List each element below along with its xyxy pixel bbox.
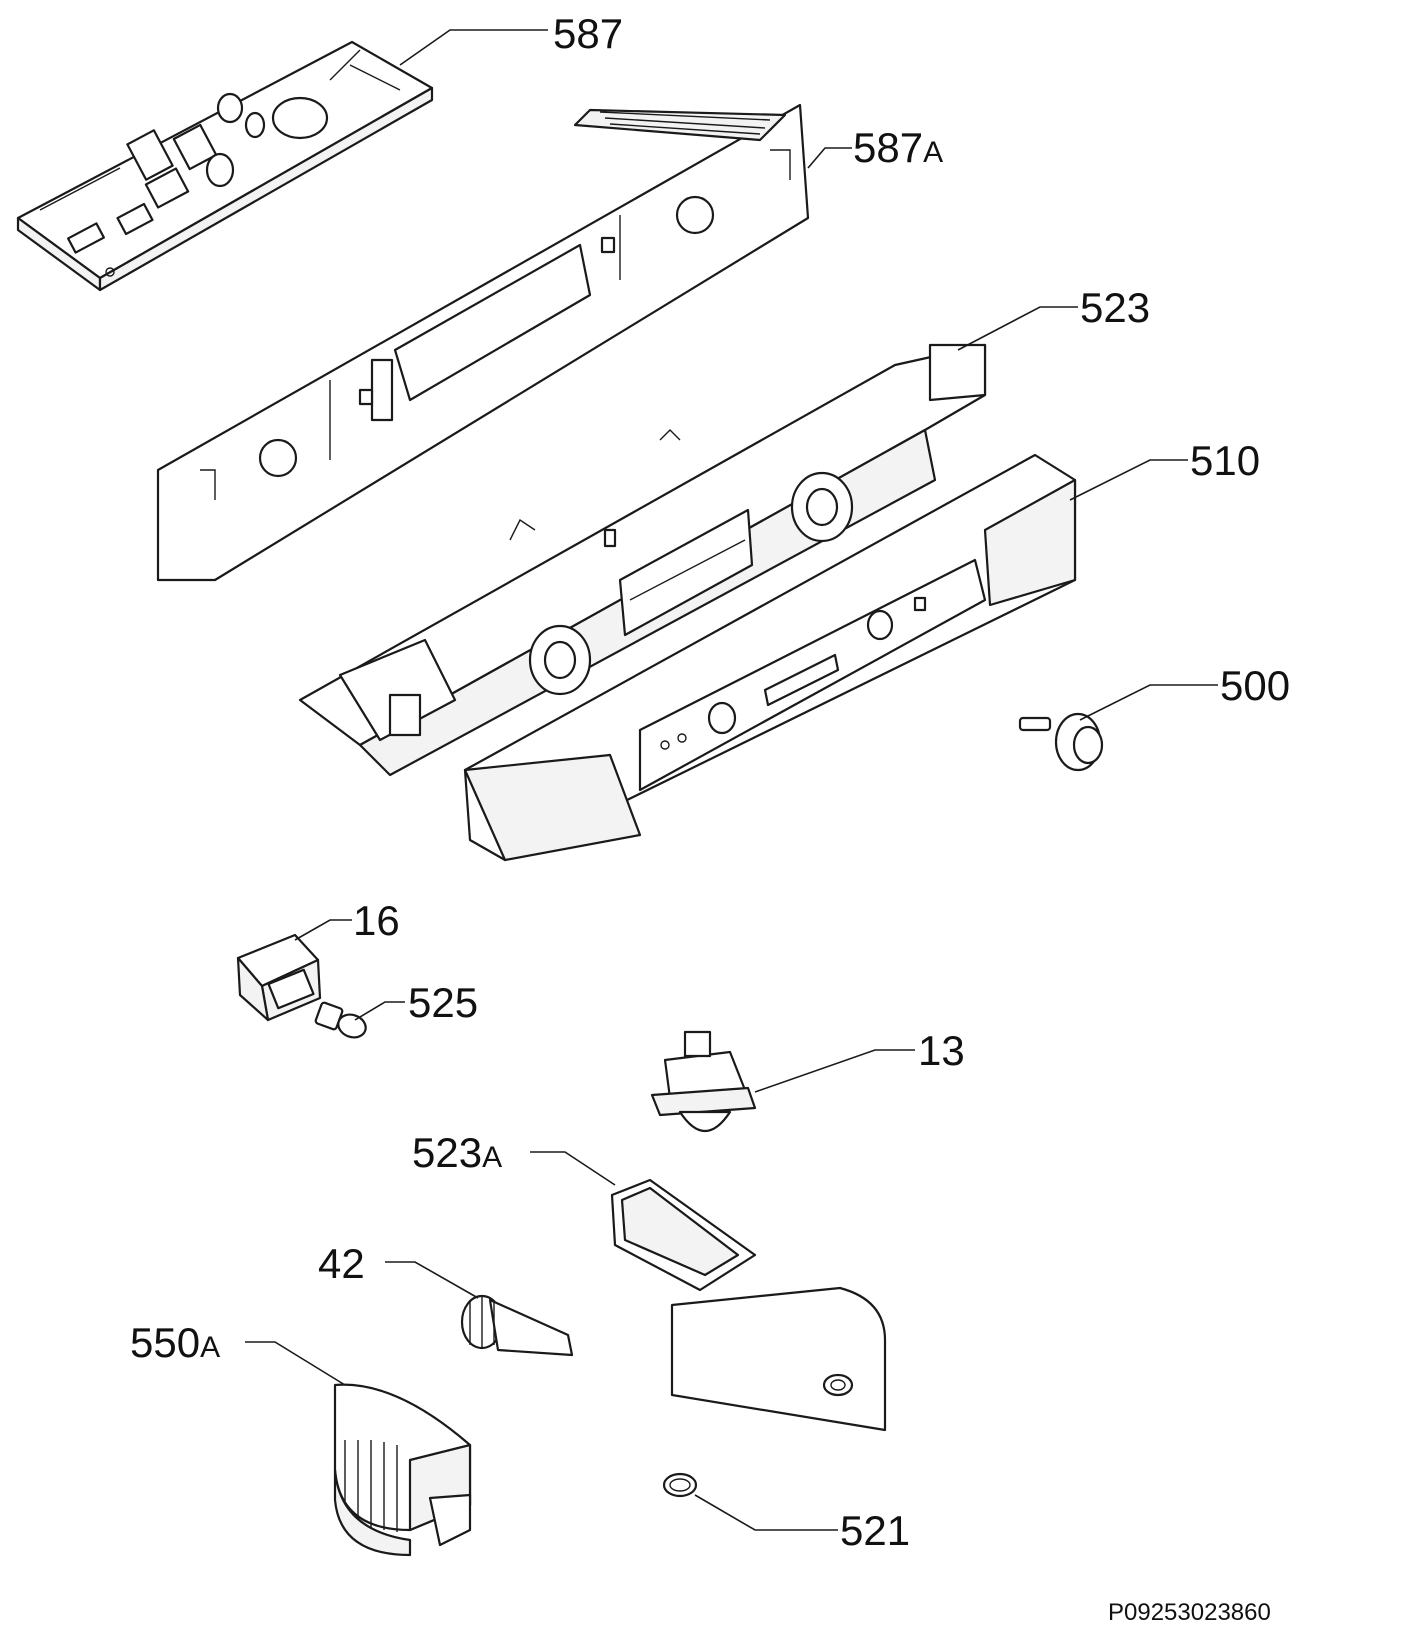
leader-510 (1069, 459, 1188, 501)
part-521-o-ring (662, 1472, 698, 1498)
label-521: 521 (840, 1507, 910, 1554)
part-587a-frame (156, 103, 810, 582)
leader-523a (530, 1151, 616, 1186)
part-13-lamp-holder (650, 1030, 757, 1132)
reference-code: P09253023860 (1108, 1599, 1271, 1626)
label-523a: 523A (412, 1129, 502, 1176)
label-510: 510 (1190, 437, 1260, 484)
part-labels: 587 587A 523 510 500 16 525 13 523A 42 5… (130, 10, 1290, 1554)
label-587a: 587A (853, 124, 943, 171)
part-16-switch (236, 933, 322, 1022)
part-525-lamp (314, 1001, 367, 1039)
leader-550a (245, 1341, 346, 1386)
leader-lines (245, 29, 1218, 1531)
label-523: 523 (1080, 284, 1150, 331)
leader-523 (957, 306, 1078, 351)
label-13: 13 (918, 1027, 965, 1074)
label-500: 500 (1220, 662, 1290, 709)
part-523-panel-carrier (298, 343, 987, 777)
leader-521 (694, 1494, 838, 1531)
leader-587 (399, 29, 548, 66)
part-42-connector (460, 1294, 574, 1357)
leader-587a (807, 147, 852, 169)
part-523a-end-cap (610, 1178, 887, 1432)
label-42: 42 (318, 1240, 365, 1287)
part-510-front-fascia (463, 453, 1077, 862)
leader-16 (294, 919, 352, 941)
leader-13 (754, 1049, 915, 1093)
label-525: 525 (408, 979, 478, 1026)
leader-525 (354, 1001, 405, 1021)
leader-500 (1079, 684, 1218, 721)
leader-42 (385, 1261, 479, 1299)
part-587-control-board (16, 40, 434, 292)
label-16: 16 (353, 897, 400, 944)
part-500-knob (1018, 712, 1104, 772)
part-550a-end-cap (333, 1383, 472, 1557)
label-550a: 550A (130, 1319, 220, 1366)
label-587: 587 (553, 10, 623, 57)
